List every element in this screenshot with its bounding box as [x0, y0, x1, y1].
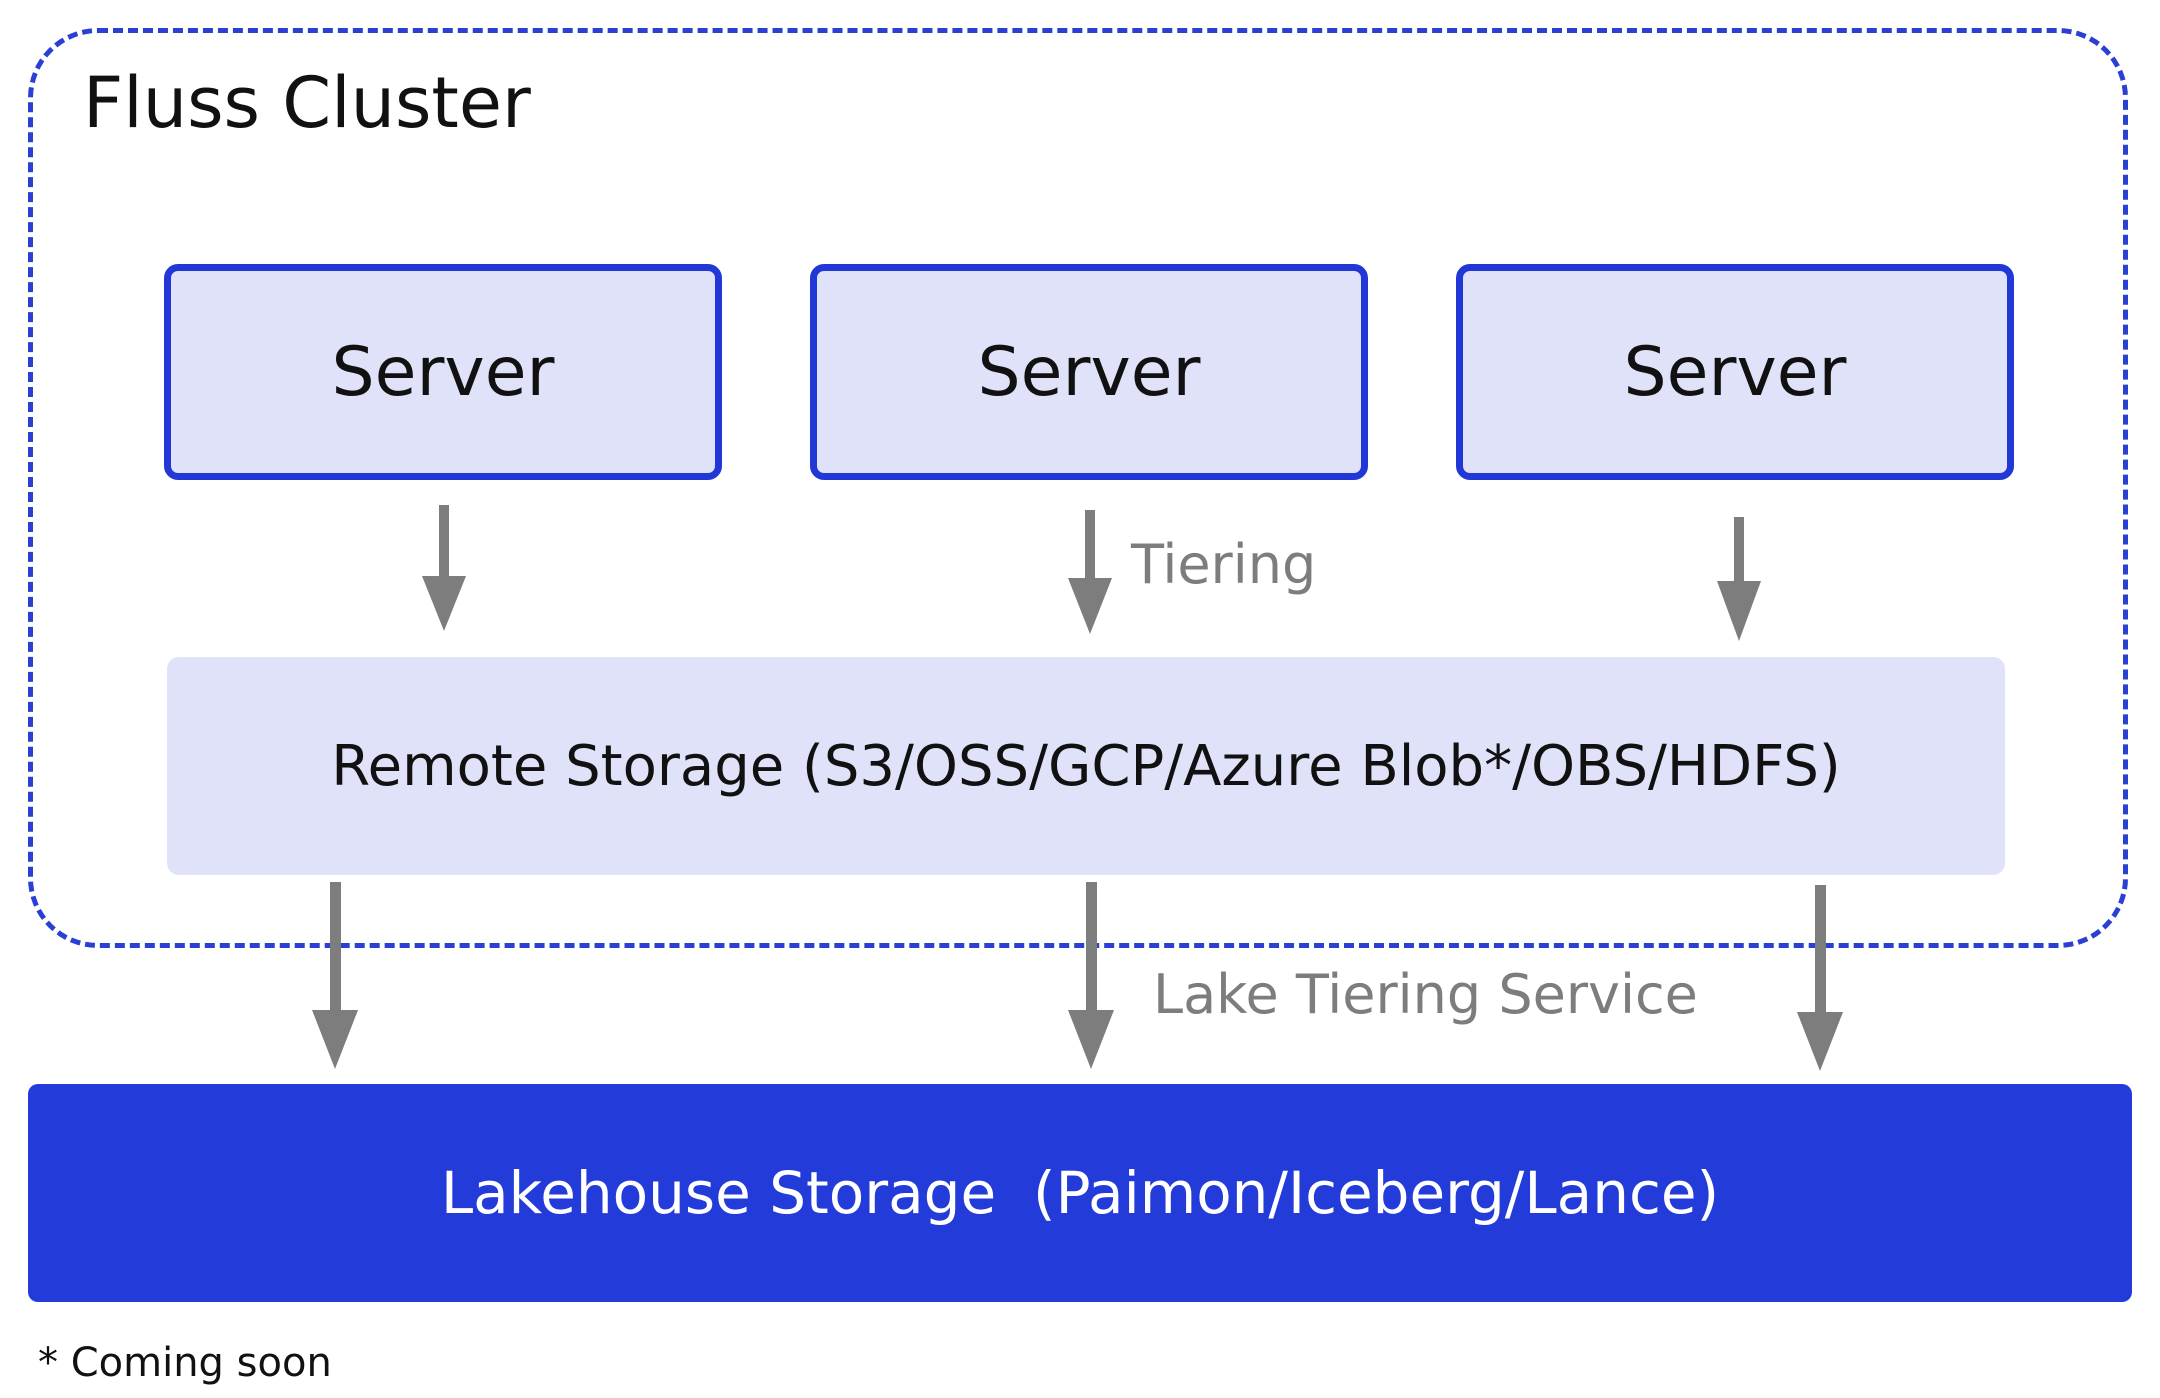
tiering-label: Tiering: [1131, 533, 1317, 596]
server-box-3: Server: [1456, 264, 2014, 480]
server-box-1: Server: [164, 264, 722, 480]
fluss-cluster-boundary: [28, 28, 2128, 948]
lake-tiering-service-label: Lake Tiering Service: [1153, 963, 1698, 1026]
cluster-title: Fluss Cluster: [83, 62, 531, 144]
lakehouse-storage-box: Lakehouse Storage (Paimon/Iceberg/Lance): [28, 1084, 2132, 1302]
remote-storage-box: Remote Storage (S3/OSS/GCP/Azure Blob*/O…: [167, 657, 2005, 875]
footnote: * Coming soon: [38, 1340, 332, 1386]
server-box-2: Server: [810, 264, 1368, 480]
